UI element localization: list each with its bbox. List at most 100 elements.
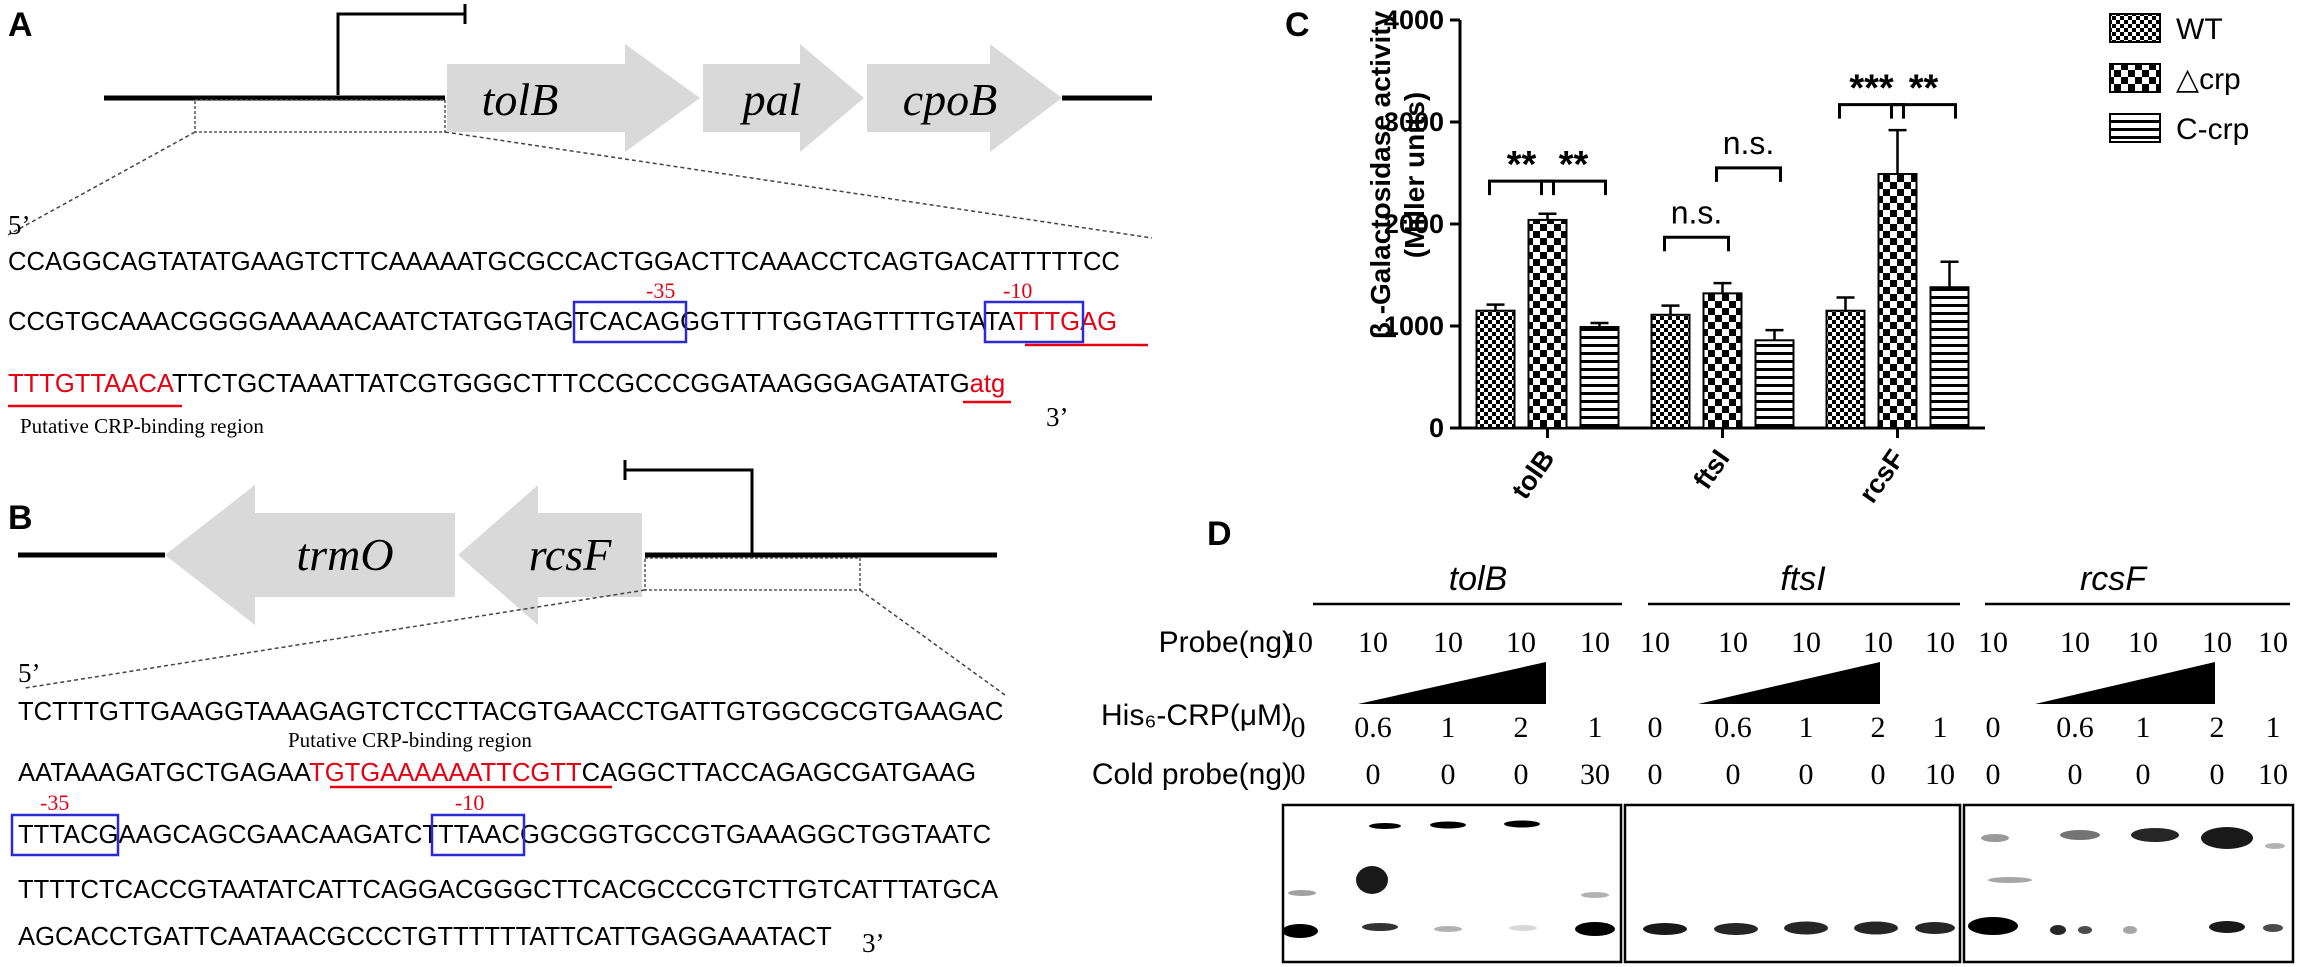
gel-image-tolb <box>1281 803 1623 964</box>
complex-band <box>2201 827 2253 849</box>
cold-probe-amount: 0 <box>1514 758 1529 791</box>
seq-a-line2-p2: GGGTTTTGGTAGTTTTG <box>660 308 955 336</box>
zoom-region-box-b <box>644 557 861 591</box>
probe-amount: 10 <box>1863 626 1893 659</box>
crp-concentration: 1 <box>2266 711 2281 744</box>
seq-b-line3: TTTACGAAGCAGCGAACAAGATCTTTAACGGCGGTGCCGT… <box>18 821 991 849</box>
y-tick-label: 3000 <box>1384 107 1444 137</box>
chart-significance: ****n.s.n.s.***** <box>1488 68 1957 252</box>
crp-concentration: 1 <box>1799 711 1814 744</box>
gene-arrow-cpob <box>867 44 1062 152</box>
gene-arrow-tolb <box>447 44 700 152</box>
bar-rcsF-0 <box>1825 309 1866 430</box>
probe-amount: 10 <box>1506 626 1536 659</box>
three-prime-b: 3’ <box>862 928 885 958</box>
seq-a-line2-red: TTTGAG <box>1013 308 1117 336</box>
row-label-crp: His₆-CRP(μM) <box>1101 699 1292 732</box>
significance-bracket <box>1540 179 1607 196</box>
panel-b-letter: B <box>8 499 33 537</box>
seq-b-minus35-box-text: TTTACG <box>18 821 118 849</box>
x-tick-label: tolB <box>1506 444 1561 504</box>
label-minus10-b: -10 <box>455 790 484 815</box>
concentration-wedge-rcsf <box>2035 662 2215 704</box>
free-probe-band <box>1282 924 1318 938</box>
panel-d: D tolB ftsI rcsF Probe(ng) His₆-CRP(μM) … <box>1092 515 2295 964</box>
five-prime-a: 5’ <box>8 210 31 240</box>
free-probe-band <box>1784 921 1828 935</box>
y-tick-label: 2000 <box>1384 209 1444 239</box>
cold-probe-amount: 0 <box>1726 758 1741 791</box>
probe-amount: 10 <box>1925 626 1955 659</box>
free-probe-band <box>1575 922 1615 936</box>
zoom-line-b-left <box>24 589 646 689</box>
probe-amount: 10 <box>1791 626 1821 659</box>
y-tick-label: 4000 <box>1384 5 1444 35</box>
cold-probe-amount: 0 <box>1986 758 2001 791</box>
crp-note-a: Putative CRP-binding region <box>20 414 264 438</box>
bar-ftsI-1 <box>1702 292 1743 429</box>
gene-label-tolb: tolB <box>482 74 559 125</box>
emsa-gene-ftsi: ftsI <box>1780 560 1826 598</box>
seq-a-line3-p1: TTCTGCTAAATTATCGTGGGCTTTCCGCCCGGATAAGGGA… <box>172 370 970 398</box>
emsa-gene-rcsf: rcsF <box>2080 560 2148 598</box>
promoter-arrow-b <box>625 468 754 553</box>
free-probe-band <box>1643 923 1687 935</box>
crp-concentration: 1 <box>1933 711 1948 744</box>
cold-probe-amount: 10 <box>2258 758 2288 791</box>
probe-amount: 10 <box>2202 626 2232 659</box>
crp-concentration: 2 <box>2210 711 2225 744</box>
emsa-gene-tolb: tolB <box>1449 560 1508 598</box>
crp-concentration: 2 <box>1514 711 1529 744</box>
probe-amount: 10 <box>2258 626 2288 659</box>
crp-note-b: Putative CRP-binding region <box>288 728 532 752</box>
crp-concentration: 0 <box>1291 711 1306 744</box>
seq-a-line3-red: TTTGTTAACA <box>8 370 175 398</box>
free-probe-band <box>1434 926 1462 932</box>
probe-amount: 10 <box>1640 626 1670 659</box>
panel-b: B trmO rcsF 5’ TCTTTGTTGAAGGTAAAGAGTCTCC… <box>8 460 1006 958</box>
panel-a: A tolB pal cpoB 5’ CCAGGCAGTATATGAAGTCTT… <box>7 4 1153 438</box>
seq-a-line2-p1: CCGTGCAAACGGGGAAAAACAATCTATGGTA <box>8 308 555 336</box>
smear-band <box>1581 892 1609 898</box>
legend-label: C-crp <box>2176 113 2249 146</box>
panel-d-letter: D <box>1207 515 1232 553</box>
bar-rcsF-2 <box>1929 286 1970 429</box>
legend-swatch <box>2109 113 2161 143</box>
bar-ftsI-0 <box>1650 313 1691 429</box>
complex-band <box>2060 830 2100 840</box>
gene-arrow-trmo <box>165 485 455 625</box>
row-label-probe: Probe(ng) <box>1159 626 1292 659</box>
significance-bracket <box>1663 235 1730 252</box>
seq-b-line2-red: TGTGAAAAAATTCGTT <box>309 759 582 787</box>
five-prime-b: 5’ <box>18 658 41 688</box>
crp-concentration: 0.6 <box>2056 711 2094 744</box>
crp-concentration: 1 <box>2136 711 2151 744</box>
bar-tolB-0 <box>1475 309 1516 430</box>
zoom-region-box <box>194 99 446 133</box>
complex-band <box>1504 820 1540 828</box>
complex-band <box>2265 843 2285 849</box>
seq-a-line1: CCAGGCAGTATATGAAGTCTTCAAAAATGCGCCACTGGAC… <box>8 248 1120 276</box>
gene-label-cpob: cpoB <box>903 74 998 125</box>
cold-probe-amount: 0 <box>1871 758 1886 791</box>
gel-image-rcsf <box>1962 803 2295 964</box>
three-prime-a: 3’ <box>1046 402 1069 432</box>
box-minus10-b <box>430 813 526 857</box>
complex-band <box>1369 823 1401 829</box>
gel-bands-rcsf <box>1968 827 2285 935</box>
concentration-wedge-ftsi <box>1698 662 1880 704</box>
zoom-line-left <box>7 131 196 236</box>
gene-arrow-rcsf <box>458 485 642 625</box>
x-tick-label: rcsF <box>1853 444 1910 508</box>
cold-probe-amount: 0 <box>1648 758 1663 791</box>
x-tick-label: ftsI <box>1688 444 1736 494</box>
bar-tolB-2 <box>1579 326 1620 429</box>
zoom-line-right <box>444 131 1153 239</box>
bar-ftsI-2 <box>1754 339 1795 429</box>
chart-bars: tolB ftsI rcsF <box>1475 128 1970 508</box>
crp-concentration: 1 <box>1441 711 1456 744</box>
cold-probe-amount: 10 <box>1925 758 1955 791</box>
y-tick-label: 0 <box>1429 413 1444 443</box>
